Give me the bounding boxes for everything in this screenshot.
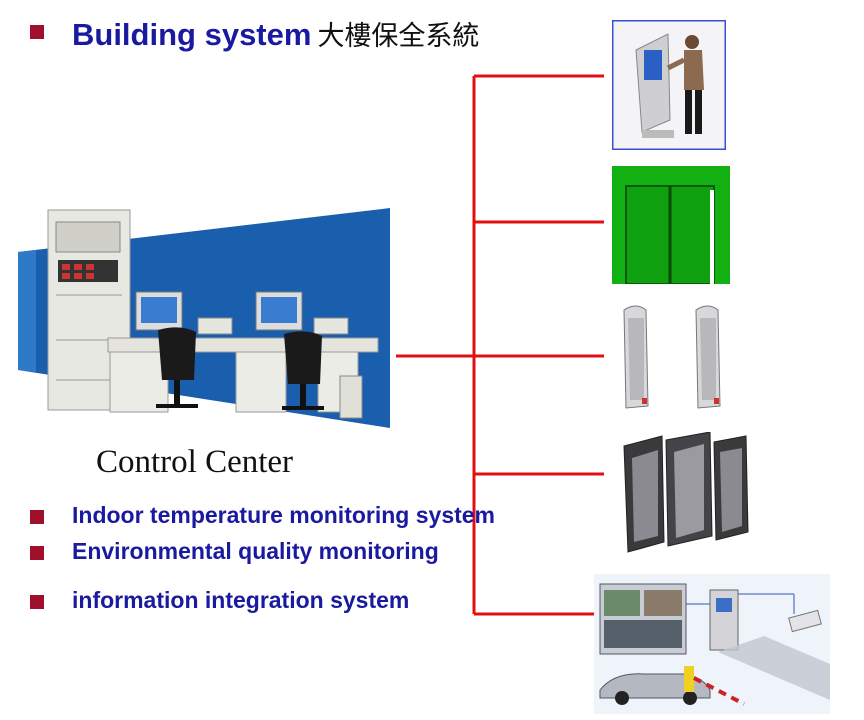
control-center-label: Control Center [96, 444, 294, 480]
chair-1 [158, 327, 196, 380]
parking-camera [788, 609, 822, 633]
bullet-3-icon [30, 595, 44, 609]
title-bullet-icon [30, 25, 44, 39]
turnstile-gates-icon [623, 432, 749, 553]
bullet-item-2: Environmental quality monitoring [72, 538, 439, 564]
security-gate-pillars-icon [623, 305, 721, 409]
title-cjk-text: 大樓保全系統 [317, 21, 480, 52]
chair-2 [284, 331, 322, 384]
parking-system-diagram-icon [594, 574, 830, 714]
kiosk-terminal-icon [612, 20, 726, 150]
bullet-item-1: Indoor temperature monitoring system [72, 502, 496, 528]
bullet-2-icon [30, 546, 44, 560]
control-center-illustration [18, 208, 390, 428]
bullet-item-3: information integration system [72, 587, 410, 613]
elevator-door-icon [612, 166, 730, 284]
title-text: Building system [72, 17, 312, 52]
tower-pc [339, 375, 363, 419]
bullet-1-icon [30, 510, 44, 524]
